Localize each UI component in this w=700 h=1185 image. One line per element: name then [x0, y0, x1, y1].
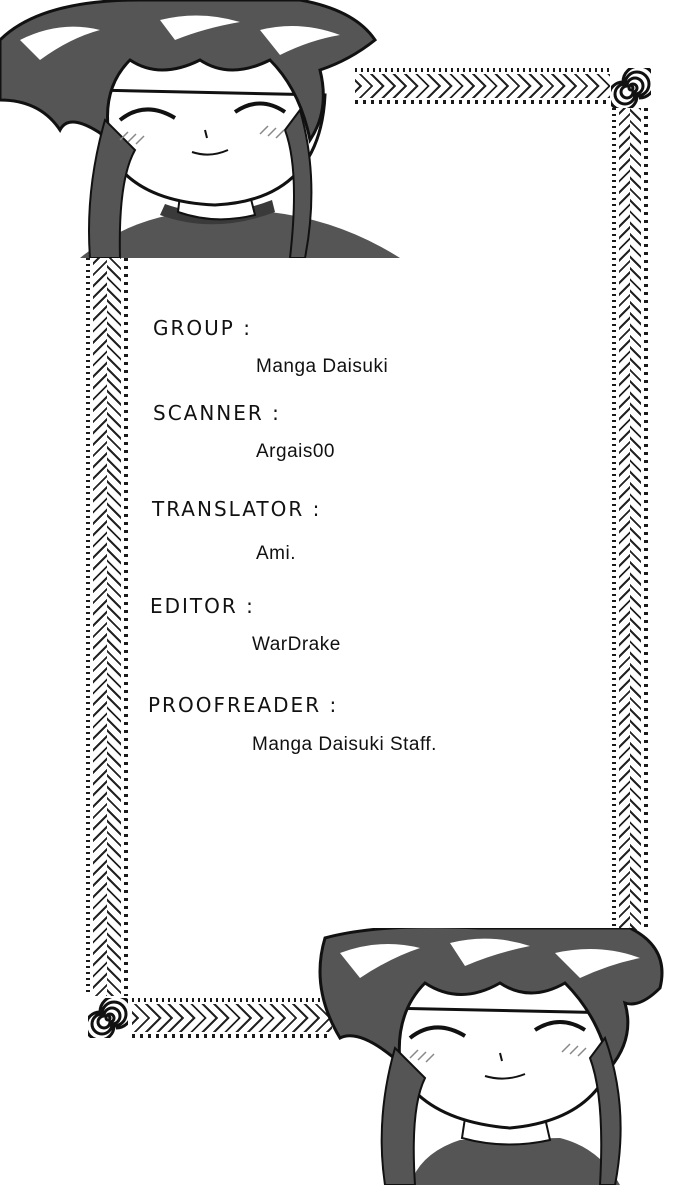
- frame-right-border: [610, 108, 650, 930]
- credit-name-translator: Ami.: [256, 543, 296, 564]
- bottom-character-illustration: [318, 928, 664, 1185]
- credit-name-editor: WarDrake: [252, 634, 341, 655]
- frame-bottom-border: [132, 996, 332, 1040]
- credit-name-scanner: Argais00: [256, 441, 335, 462]
- credit-role-translator: TRANSLATOR :: [152, 497, 322, 521]
- spiral-icon: [88, 998, 128, 1038]
- top-character-illustration: [0, 0, 400, 258]
- frame-top-border: [355, 66, 610, 106]
- credit-role-proofreader: PROOFREADER :: [148, 693, 339, 717]
- frame-left-border: [84, 258, 130, 996]
- credit-name-proofreader: Manga Daisuki Staff.: [252, 734, 437, 755]
- credit-role-editor: EDITOR :: [150, 594, 255, 618]
- credit-role-scanner: SCANNER :: [153, 401, 281, 425]
- credit-role-group: GROUP :: [153, 316, 252, 340]
- spiral-icon: [611, 68, 651, 108]
- credit-name-group: Manga Daisuki: [256, 356, 389, 377]
